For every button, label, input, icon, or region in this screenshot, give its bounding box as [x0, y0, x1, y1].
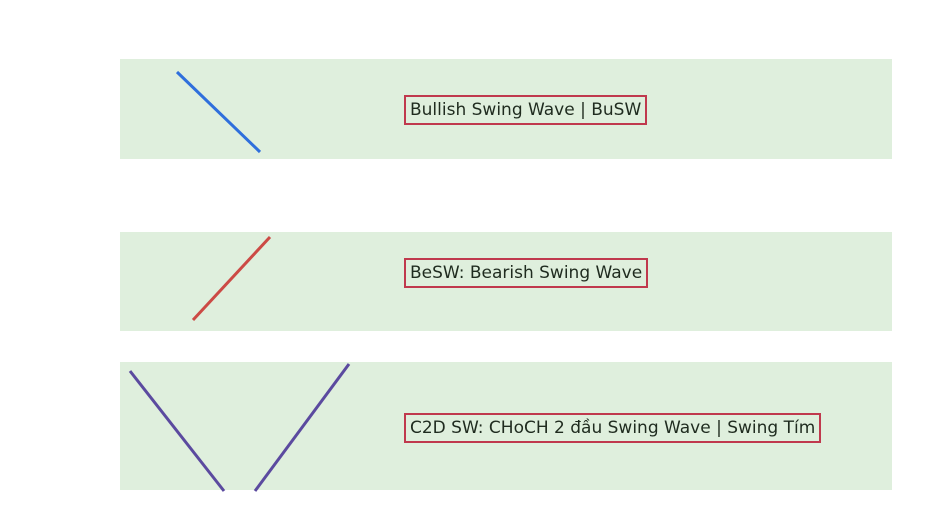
bullish-swing-band: Bullish Swing Wave | BuSW: [120, 59, 892, 159]
c2d-swing-label: C2D SW: CHoCH 2 đầu Swing Wave | Swing T…: [404, 413, 822, 443]
c2d-swing-band: C2D SW: CHoCH 2 đầu Swing Wave | Swing T…: [120, 362, 892, 492]
bearish-swing-label: BeSW: Bearish Swing Wave: [404, 258, 649, 288]
bearish-swing-line-icon: [191, 235, 272, 322]
bullish-swing-label: Bullish Swing Wave | BuSW: [404, 95, 648, 125]
c2d-swing-lines-icon: [128, 363, 351, 492]
bearish-swing-band: BeSW: Bearish Swing Wave: [120, 232, 892, 331]
bullish-swing-line-icon: [175, 70, 262, 154]
